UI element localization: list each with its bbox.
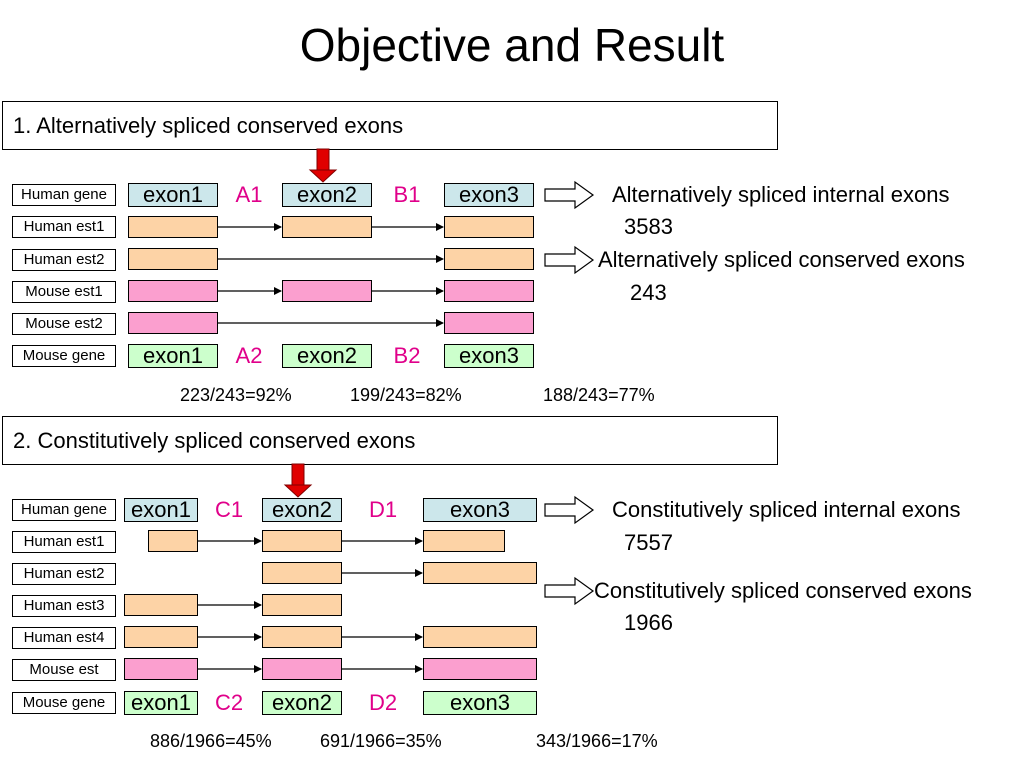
s2-row-label-human-est3: Human est3 xyxy=(12,595,116,617)
s1-est1-block1 xyxy=(128,216,218,238)
section2-heading: 2. Constitutively spliced conserved exon… xyxy=(13,428,416,453)
s2-pct-exon3: 343/1966=17% xyxy=(536,731,658,751)
s1-est2-block1 xyxy=(128,248,218,270)
section2-heading-box: 2. Constitutively spliced conserved exon… xyxy=(2,416,778,465)
s2-est4-block2 xyxy=(262,626,342,648)
s2-row-label-human-gene: Human gene xyxy=(12,499,116,521)
s1-mouse-est1-block1 xyxy=(128,280,218,302)
s2-est1-block1 xyxy=(148,530,198,552)
s1-human-exon1: exon1 xyxy=(128,183,218,207)
s1-row-label-mouse-est1: Mouse est1 xyxy=(12,281,116,303)
s1-result2-value: 243 xyxy=(630,280,667,305)
s2-row-label-human-est2: Human est2 xyxy=(12,563,116,585)
s1-pct-exon2: 199/243=82% xyxy=(350,385,462,405)
s1-result2-label: Alternatively spliced conserved exons xyxy=(598,247,965,272)
s2-mouse-link-c2: C2 xyxy=(214,690,244,715)
s2-pct-exon1: 886/1966=45% xyxy=(150,731,272,751)
s1-mouse-est1-block3 xyxy=(444,280,534,302)
s2-est2-block2 xyxy=(262,562,342,584)
page-title: Objective and Result xyxy=(299,19,725,71)
s2-human-link-d1: D1 xyxy=(368,497,398,522)
s2-est1-block3 xyxy=(423,530,505,552)
s2-row-label-mouse-est: Mouse est xyxy=(12,659,116,681)
s1-mouse-est2-block1 xyxy=(128,312,218,334)
s2-mouse-exon3: exon3 xyxy=(423,691,537,715)
s1-row-label-mouse-est2: Mouse est2 xyxy=(12,313,116,335)
s2-mouse-link-d2: D2 xyxy=(368,690,398,715)
s1-mouse-link-a2: A2 xyxy=(235,343,263,368)
s2-mouse-est-block3 xyxy=(423,658,537,680)
s1-pct-exon1: 223/243=92% xyxy=(180,385,292,405)
s2-mouse-exon2: exon2 xyxy=(262,691,342,715)
s2-pointer-arrow xyxy=(283,463,313,498)
s2-row-label-human-est4: Human est4 xyxy=(12,627,116,649)
s2-row-label-mouse-gene: Mouse gene xyxy=(12,692,116,714)
s1-est1-block3 xyxy=(444,216,534,238)
s2-result1-arrow xyxy=(544,495,595,525)
s1-human-exon2: exon2 xyxy=(282,183,372,207)
s1-mouse-exon3: exon3 xyxy=(444,344,534,368)
s1-row-label-human-gene: Human gene xyxy=(12,184,116,206)
s2-est1-block2 xyxy=(262,530,342,552)
s1-result1-label: Alternatively spliced internal exons xyxy=(612,182,950,207)
s1-mouse-exon2: exon2 xyxy=(282,344,372,368)
s1-mouse-est1-block2 xyxy=(282,280,372,302)
s1-mouse-exon1: exon1 xyxy=(128,344,218,368)
s1-mouse-link-b2: B2 xyxy=(393,343,421,368)
s2-est4-block3 xyxy=(423,626,537,648)
s2-result2-arrow xyxy=(544,576,595,606)
s1-est1-block2 xyxy=(282,216,372,238)
s2-est4-block1 xyxy=(124,626,198,648)
s2-human-exon1: exon1 xyxy=(124,498,198,522)
s2-row-label-human-est1: Human est1 xyxy=(12,531,116,553)
s2-est3-block2 xyxy=(262,594,342,616)
s2-result1-value: 7557 xyxy=(624,530,673,555)
s2-result2-label: Constitutively spliced conserved exons xyxy=(594,578,972,603)
s2-pct-exon2: 691/1966=35% xyxy=(320,731,442,751)
s1-human-exon3: exon3 xyxy=(444,183,534,207)
s1-result1-value: 3583 xyxy=(624,214,673,239)
s1-row-label-human-est2: Human est2 xyxy=(12,249,116,271)
s2-mouse-est-block1 xyxy=(124,658,198,680)
s1-pointer-arrow xyxy=(308,148,338,183)
s1-pct-exon3: 188/243=77% xyxy=(543,385,655,405)
s1-row-label-human-est1: Human est1 xyxy=(12,216,116,238)
s1-result1-arrow xyxy=(544,180,595,210)
section1-heading-box: 1. Alternatively spliced conserved exons xyxy=(2,101,778,150)
s2-result2-value: 1966 xyxy=(624,610,673,635)
s2-est3-block1 xyxy=(124,594,198,616)
s1-human-link-b1: B1 xyxy=(393,182,421,207)
section1-heading: 1. Alternatively spliced conserved exons xyxy=(13,113,404,138)
s2-mouse-exon1: exon1 xyxy=(124,691,198,715)
s1-result2-arrow xyxy=(544,245,595,275)
s1-row-label-mouse-gene: Mouse gene xyxy=(12,345,116,367)
s2-result1-label: Constitutively spliced internal exons xyxy=(612,497,961,522)
s2-mouse-est-block2 xyxy=(262,658,342,680)
s1-human-link-a1: A1 xyxy=(235,182,263,207)
s2-human-exon2: exon2 xyxy=(262,498,342,522)
s1-est2-block3 xyxy=(444,248,534,270)
s2-human-exon3: exon3 xyxy=(423,498,537,522)
s2-human-link-c1: C1 xyxy=(214,497,244,522)
s2-est2-block3 xyxy=(423,562,537,584)
s1-mouse-est2-block3 xyxy=(444,312,534,334)
